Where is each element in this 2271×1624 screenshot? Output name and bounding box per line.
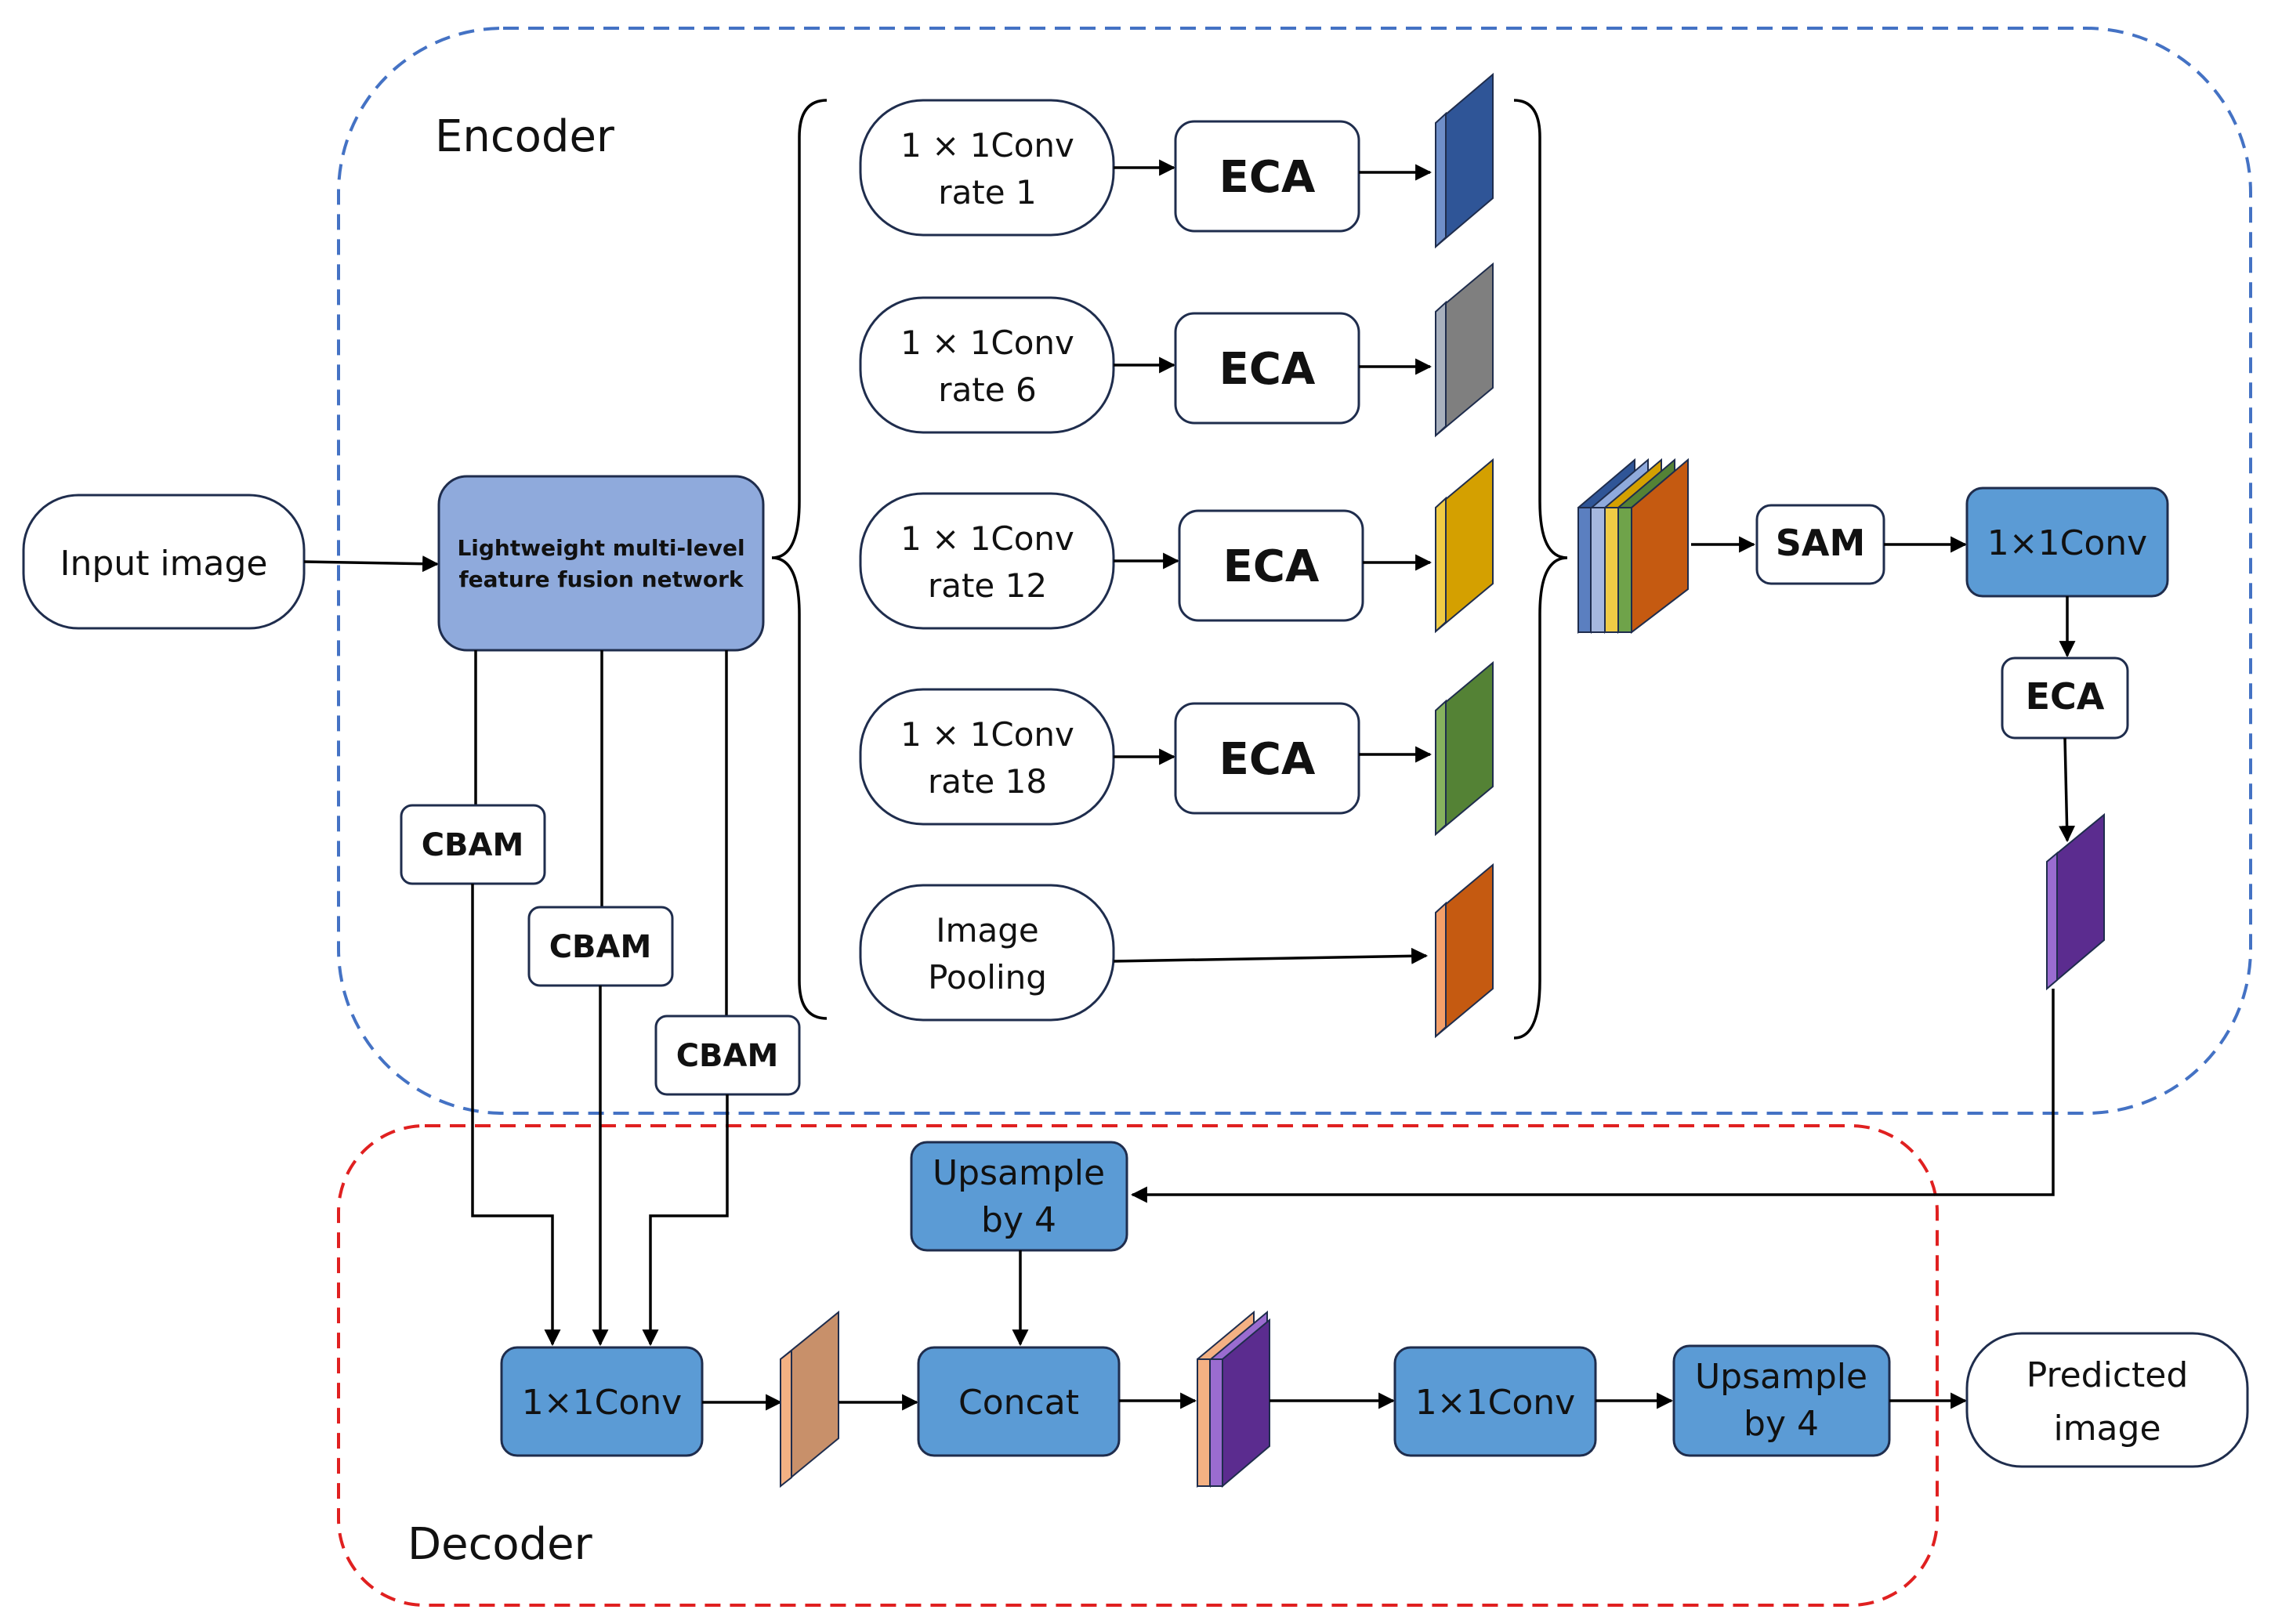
branch-row-2: 1 × 1Conv rate 6 ECA [859, 262, 1494, 438]
branch-row-pooling: Image Pooling [859, 863, 1494, 1039]
conv-rate6-line2: rate 6 [938, 371, 1036, 409]
eca-3-label: ECA [1223, 541, 1320, 592]
eca-4-box [1174, 702, 1360, 815]
concat-label: Concat [958, 1383, 1079, 1423]
branch-row-1: 1 × 1Conv rate 1 ECA [859, 72, 1494, 249]
feature-map-2 [1435, 262, 1494, 438]
cbam-1-label: CBAM [422, 827, 524, 863]
conv-rate18-line1: 1 × 1Conv [900, 715, 1074, 754]
conv-rate6-line1: 1 × 1Conv [900, 324, 1074, 362]
sam-label: SAM [1776, 522, 1866, 564]
decoder-label: Decoder [407, 1519, 593, 1570]
feature-map-1 [1435, 72, 1494, 249]
encoder-output-feature-map [2046, 812, 2105, 991]
branch-row-3: 1 × 1Conv rate 12 ECA [859, 458, 1494, 634]
upsample-2-line1: Upsample [1695, 1357, 1867, 1397]
conv-rate6-box [859, 296, 1115, 434]
cbam-2-label: CBAM [549, 929, 652, 965]
low-level-feature-map [780, 1310, 839, 1488]
decoder-conv1-label: 1×1Conv [522, 1383, 682, 1423]
branch-row-4: 1 × 1Conv rate 18 ECA [859, 660, 1494, 837]
left-brace [771, 99, 828, 1020]
eca-2-label: ECA [1219, 344, 1316, 395]
cbam-3-label: CBAM [676, 1038, 779, 1074]
backbone-label-line2: feature fusion network [458, 566, 744, 592]
decoder-conv2-label: 1×1Conv [1415, 1383, 1575, 1423]
right-brace [1513, 99, 1568, 1040]
feature-map-4 [1435, 660, 1494, 837]
predicted-image-line1: Predicted [2027, 1355, 2189, 1395]
backbone-label-line1: Lightweight multi-level [457, 535, 744, 561]
eca-4-label: ECA [1219, 734, 1316, 785]
image-pooling-line2: Pooling [928, 958, 1047, 996]
upsample-1-line1: Upsample [933, 1153, 1105, 1193]
encoder-label: Encoder [435, 111, 615, 162]
eca-1-label: ECA [1219, 152, 1316, 203]
conv-rate1-box [859, 99, 1115, 237]
conv-rate18-box [859, 688, 1115, 826]
encoder-conv-label: 1×1Conv [1987, 523, 2147, 563]
eca-3-box [1178, 509, 1364, 622]
predicted-image-box [1965, 1332, 2249, 1468]
image-pooling-line1: Image [936, 911, 1039, 949]
image-pooling-box [859, 884, 1115, 1022]
conv-rate12-box [859, 492, 1115, 630]
encoder-region [337, 27, 2252, 1115]
input-image-label: Input image [60, 544, 268, 584]
upsample-1-line2: by 4 [981, 1200, 1056, 1240]
eca-2-box [1174, 312, 1360, 425]
concatenated-feature-maps [1577, 458, 1689, 635]
predicted-image-line2: image [2053, 1409, 2161, 1449]
feature-map-3 [1435, 458, 1494, 634]
conv-rate12-line1: 1 × 1Conv [900, 519, 1074, 558]
conv-rate1-line1: 1 × 1Conv [900, 126, 1074, 165]
feature-map-pooling [1435, 863, 1494, 1039]
eca-1-box [1174, 120, 1360, 233]
conv-rate18-line2: rate 18 [928, 762, 1047, 801]
decoder-concat-feature-map [1197, 1310, 1270, 1488]
conv-rate1-line2: rate 1 [938, 173, 1036, 212]
conv-rate12-line2: rate 12 [928, 566, 1047, 605]
backbone-box [437, 475, 765, 652]
encoder-eca-label: ECA [2026, 675, 2105, 718]
upsample-2-line2: by 4 [1744, 1404, 1819, 1444]
decoder-region [337, 1124, 1939, 1607]
